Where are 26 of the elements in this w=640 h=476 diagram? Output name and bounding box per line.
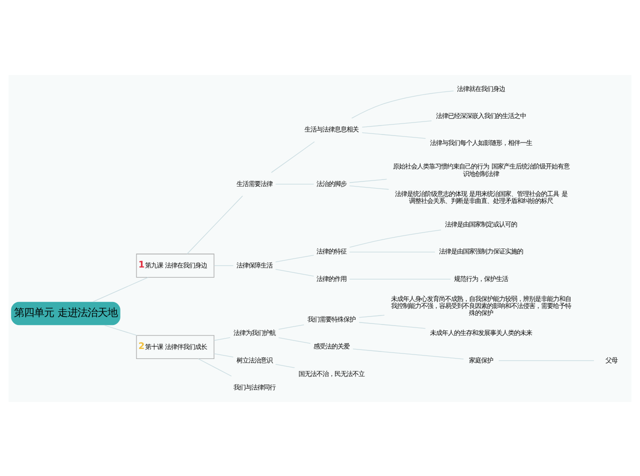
connector (362, 120, 432, 128)
connector (349, 178, 388, 182)
connector (198, 358, 232, 376)
connector (271, 140, 315, 172)
connector (349, 278, 451, 280)
connector (278, 336, 311, 344)
connector (349, 229, 442, 248)
connector (275, 183, 314, 184)
connector (349, 251, 436, 252)
connector (351, 90, 454, 118)
connector (358, 314, 385, 318)
connector (104, 324, 138, 336)
connector (186, 195, 243, 254)
connector (349, 184, 390, 190)
connector (275, 363, 295, 368)
connector (275, 254, 314, 262)
connector (275, 268, 314, 276)
connector (214, 336, 230, 340)
node-box: 第四单元 走进法治天地 (11, 301, 120, 325)
connector (214, 352, 234, 357)
connector (214, 264, 234, 266)
connector (362, 132, 426, 138)
connector (358, 322, 426, 328)
connector (92, 276, 149, 302)
connector (352, 348, 464, 359)
connector (278, 324, 304, 330)
